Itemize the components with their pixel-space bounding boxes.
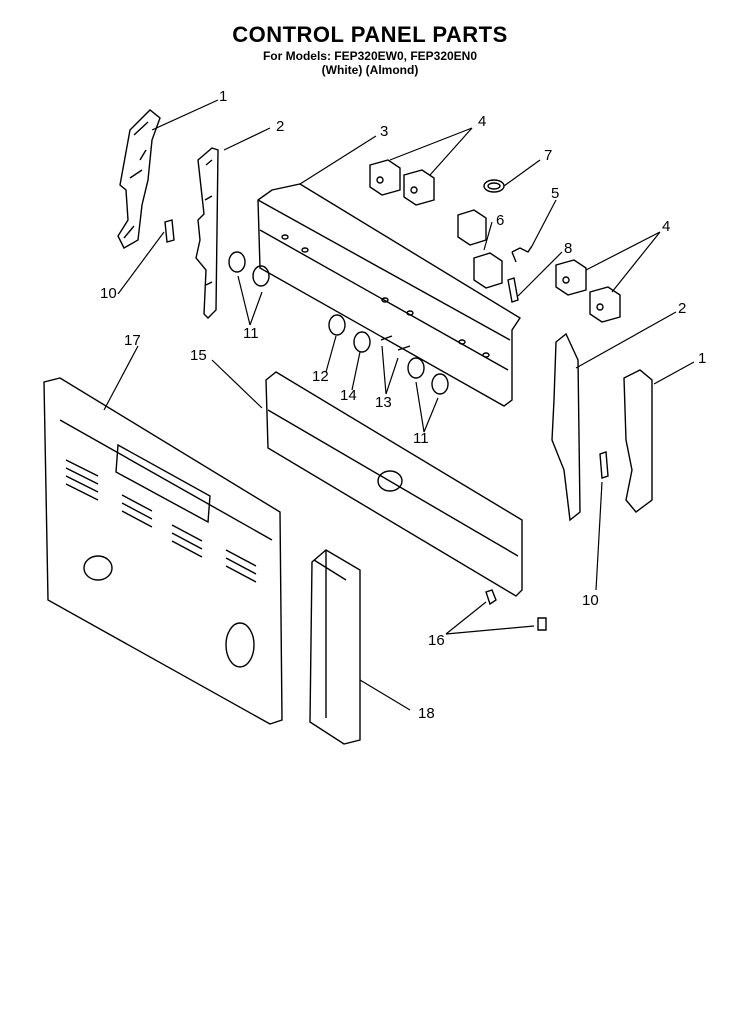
callout-4-right: 4 <box>662 218 671 235</box>
screw-part <box>486 590 546 630</box>
callout-1-right: 1 <box>698 350 707 367</box>
diagram-title: CONTROL PANEL PARTS <box>232 22 508 47</box>
rear-panel-part <box>44 378 282 724</box>
callout-14: 14 <box>340 387 357 404</box>
callout-7: 7 <box>544 147 553 164</box>
callout-3: 3 <box>380 123 389 140</box>
knob-parts-left <box>229 252 269 286</box>
colors-line: (White) (Almond) <box>321 63 419 77</box>
callout-10-left: 10 <box>100 285 117 302</box>
infinite-switch-parts <box>370 160 620 322</box>
switch-part <box>458 210 502 288</box>
callout-12: 12 <box>312 368 329 385</box>
indicator-light-part <box>508 278 518 302</box>
callout-11-left: 11 <box>243 325 259 342</box>
clip-right-part <box>600 452 608 478</box>
leader-lines <box>104 100 694 710</box>
callout-17: 17 <box>124 332 141 349</box>
callout-10-right: 10 <box>582 592 599 609</box>
callout-2-left: 2 <box>276 118 285 135</box>
front-panel-part <box>266 372 522 596</box>
callout-2-right: 2 <box>678 300 687 317</box>
end-cap-left-part <box>118 110 160 248</box>
callout-1-left: 1 <box>219 88 228 105</box>
side-bracket-left-part <box>196 148 218 318</box>
callout-16: 16 <box>428 632 445 649</box>
callout-11-right: 11 <box>413 430 429 447</box>
callout-15: 15 <box>190 347 207 364</box>
knob-parts-center <box>329 315 370 352</box>
channel-part <box>310 550 360 744</box>
end-cap-right-part <box>624 370 652 512</box>
side-bracket-right-part <box>552 334 580 520</box>
callout-8: 8 <box>564 240 573 257</box>
callout-13: 13 <box>375 394 392 411</box>
control-panel-part <box>258 184 520 406</box>
knob-spring-parts <box>381 336 410 350</box>
callout-18: 18 <box>418 705 435 722</box>
clip-left-part <box>165 220 174 242</box>
callout-6: 6 <box>496 212 505 229</box>
light-ring-part <box>484 180 504 192</box>
models-line: For Models: FEP320EW0, FEP320EN0 <box>262 49 478 63</box>
knob-parts-right <box>408 358 448 394</box>
callout-5: 5 <box>551 185 560 202</box>
callout-4-top: 4 <box>478 113 487 130</box>
wire-harness-part <box>512 246 532 262</box>
